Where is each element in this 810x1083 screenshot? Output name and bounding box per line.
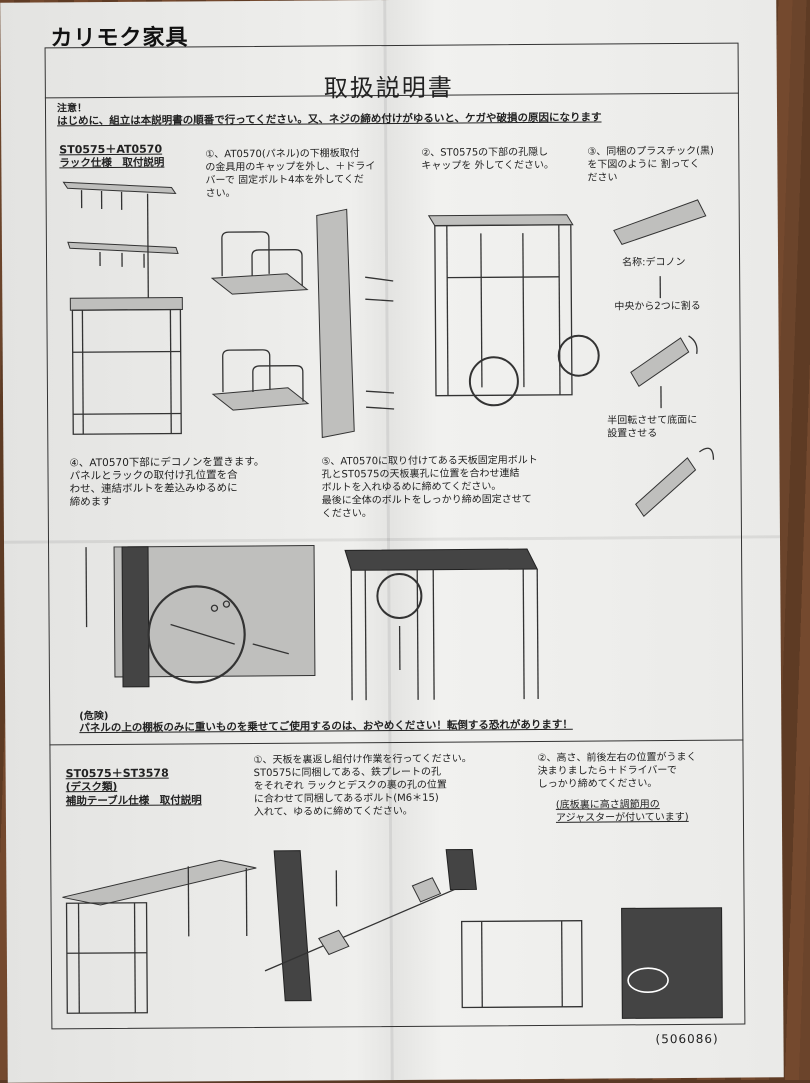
section2-subtitle: 補助テーブル仕様 取付説明 bbox=[66, 794, 202, 808]
plate-bolt-illustration bbox=[264, 850, 455, 1021]
document-number: (506086) bbox=[655, 1032, 718, 1046]
section1-step3: ③、同梱のプラスチック(黒) を下図のように 割ってく ださい bbox=[587, 145, 714, 185]
instruction-sheet: カリモク家具 取扱説明書 注意！ はじめに、組立は本説明書の順番で行ってください… bbox=[0, 0, 784, 1083]
section1-step1: ①、AT0570(パネル)の下棚板取付 の金具用のキャップを外し、＋ドライ バー… bbox=[205, 147, 375, 200]
adjuster-illustration bbox=[462, 908, 673, 1019]
section1-step4: ④、AT0570下部にデコノンを置きます。 パネルとラックの取付け孔位置を合 わ… bbox=[69, 456, 264, 509]
section2-step1: ①、天板を裏返し組付け作業を行ってください。 ST0575に同梱してある、鉄プレ… bbox=[253, 752, 472, 819]
adjuster-note: (底板裏に高さ調節用の アジャスターが付いています) bbox=[556, 798, 689, 825]
panel-shelf-illustration bbox=[207, 215, 409, 446]
document-title: 取扱説明書 bbox=[1, 65, 777, 105]
frame-cap-illustration bbox=[427, 210, 608, 411]
section2-category: (デスク類) bbox=[66, 781, 118, 794]
rack-overview-illustration bbox=[59, 173, 191, 444]
section1-step5: ⑤、AT0570に取り付けてある天板固定用ボルト 孔とST0575の天板裏孔に位… bbox=[321, 454, 538, 521]
deconon-part-illustration bbox=[610, 188, 722, 519]
section1-model: ST0575＋AT0570 bbox=[59, 143, 162, 157]
top-bolt-illustration bbox=[337, 529, 558, 701]
desk-rack-illustration bbox=[60, 856, 261, 1017]
section1-subtitle: ラック仕様 取付説明 bbox=[59, 157, 164, 171]
section2-model: ST0575＋ST3578 bbox=[66, 767, 169, 781]
section2-step2: ②、高さ、前後左右の位置がうまく 決まりましたら＋ドライバーで しっかり締めてく… bbox=[537, 751, 696, 791]
section1-step2: ②、ST0575の下部の孔隠し キャップを 外してください。 bbox=[421, 146, 554, 173]
bolt-closeup-illustration bbox=[74, 545, 335, 697]
notice-label: 注意！ bbox=[57, 102, 87, 115]
